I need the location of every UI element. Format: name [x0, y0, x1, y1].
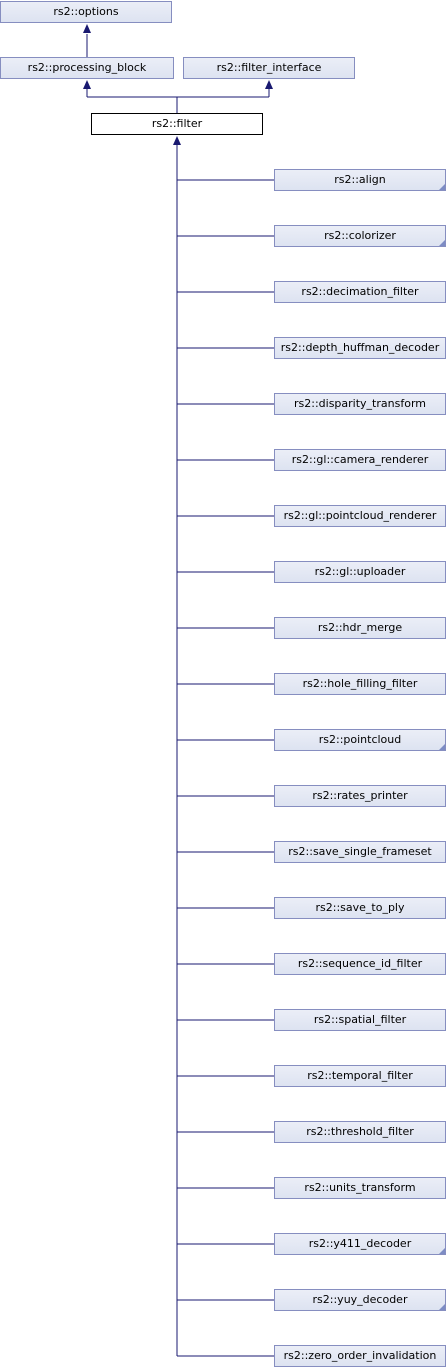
- node-derived-class[interactable]: rs2::gl::camera_renderer: [274, 449, 446, 471]
- node-derived-class[interactable]: rs2::pointcloud: [274, 729, 446, 751]
- node-derived-class[interactable]: rs2::hdr_merge: [274, 617, 446, 639]
- node-derived-class[interactable]: rs2::align: [274, 169, 446, 191]
- node-label: rs2::options: [53, 5, 119, 18]
- node-derived-class[interactable]: rs2::temporal_filter: [274, 1065, 446, 1087]
- node-label: rs2::gl::camera_renderer: [291, 453, 429, 466]
- node-label: rs2::processing_block: [27, 61, 147, 74]
- node-derived-class[interactable]: rs2::rates_printer: [274, 785, 446, 807]
- arrowhead-filter-interface: [265, 80, 273, 89]
- node-label: rs2::disparity_transform: [294, 397, 426, 410]
- arrowhead-filter: [173, 136, 181, 145]
- node-label: rs2::rates_printer: [312, 789, 408, 802]
- node-label: rs2::units_transform: [304, 1181, 416, 1194]
- node-derived-class[interactable]: rs2::gl::uploader: [274, 561, 446, 583]
- node-label: rs2::temporal_filter: [307, 1069, 413, 1082]
- node-derived-class[interactable]: rs2::save_single_frameset: [274, 841, 446, 863]
- node-label: rs2::zero_order_invalidation: [283, 1349, 437, 1362]
- node-label: rs2::gl::uploader: [314, 565, 406, 578]
- node-label: rs2::filter_interface: [216, 61, 322, 74]
- more-children-indicator-icon: [439, 1304, 445, 1310]
- node-label: rs2::threshold_filter: [306, 1125, 414, 1138]
- node-derived-class[interactable]: rs2::save_to_ply: [274, 897, 446, 919]
- node-label: rs2::filter: [151, 117, 203, 130]
- node-label: rs2::yuy_decoder: [312, 1293, 408, 1306]
- node-derived-class[interactable]: rs2::y411_decoder: [274, 1233, 446, 1255]
- node-derived-class[interactable]: rs2::zero_order_invalidation: [274, 1345, 446, 1367]
- node-derived-class[interactable]: rs2::hole_filling_filter: [274, 673, 446, 695]
- node-derived-class[interactable]: rs2::spatial_filter: [274, 1009, 446, 1031]
- more-children-indicator-icon: [439, 1248, 445, 1254]
- node-label: rs2::colorizer: [324, 229, 396, 242]
- node-label: rs2::sequence_id_filter: [297, 957, 423, 970]
- more-children-indicator-icon: [439, 240, 445, 246]
- node-label: rs2::depth_huffman_decoder: [280, 341, 440, 354]
- node-derived-class[interactable]: rs2::sequence_id_filter: [274, 953, 446, 975]
- node-label: rs2::pointcloud: [318, 733, 402, 746]
- more-children-indicator-icon: [439, 744, 445, 750]
- node-label: rs2::gl::pointcloud_renderer: [283, 509, 437, 522]
- node-label: rs2::y411_decoder: [308, 1237, 412, 1250]
- node-label: rs2::save_to_ply: [315, 901, 405, 914]
- node-label: rs2::decimation_filter: [301, 285, 419, 298]
- node-derived-class[interactable]: rs2::colorizer: [274, 225, 446, 247]
- node-derived-class[interactable]: rs2::units_transform: [274, 1177, 446, 1199]
- node-filter-interface[interactable]: rs2::filter_interface: [183, 57, 355, 79]
- node-derived-class[interactable]: rs2::gl::pointcloud_renderer: [274, 505, 446, 527]
- node-processing-block[interactable]: rs2::processing_block: [0, 57, 174, 79]
- node-label: rs2::hdr_merge: [317, 621, 403, 634]
- node-derived-class[interactable]: rs2::threshold_filter: [274, 1121, 446, 1143]
- node-label: rs2::align: [334, 173, 386, 186]
- node-label: rs2::save_single_frameset: [288, 845, 432, 858]
- node-label: rs2::hole_filling_filter: [302, 677, 418, 690]
- node-derived-class[interactable]: rs2::decimation_filter: [274, 281, 446, 303]
- arrowhead-processing-block: [83, 80, 91, 89]
- node-filter: rs2::filter: [91, 113, 263, 135]
- more-children-indicator-icon: [439, 184, 445, 190]
- node-options[interactable]: rs2::options: [0, 1, 172, 23]
- arrowhead-options: [83, 24, 91, 33]
- node-derived-class[interactable]: rs2::disparity_transform: [274, 393, 446, 415]
- node-derived-class[interactable]: rs2::depth_huffman_decoder: [274, 337, 446, 359]
- node-label: rs2::spatial_filter: [313, 1013, 407, 1026]
- node-derived-class[interactable]: rs2::yuy_decoder: [274, 1289, 446, 1311]
